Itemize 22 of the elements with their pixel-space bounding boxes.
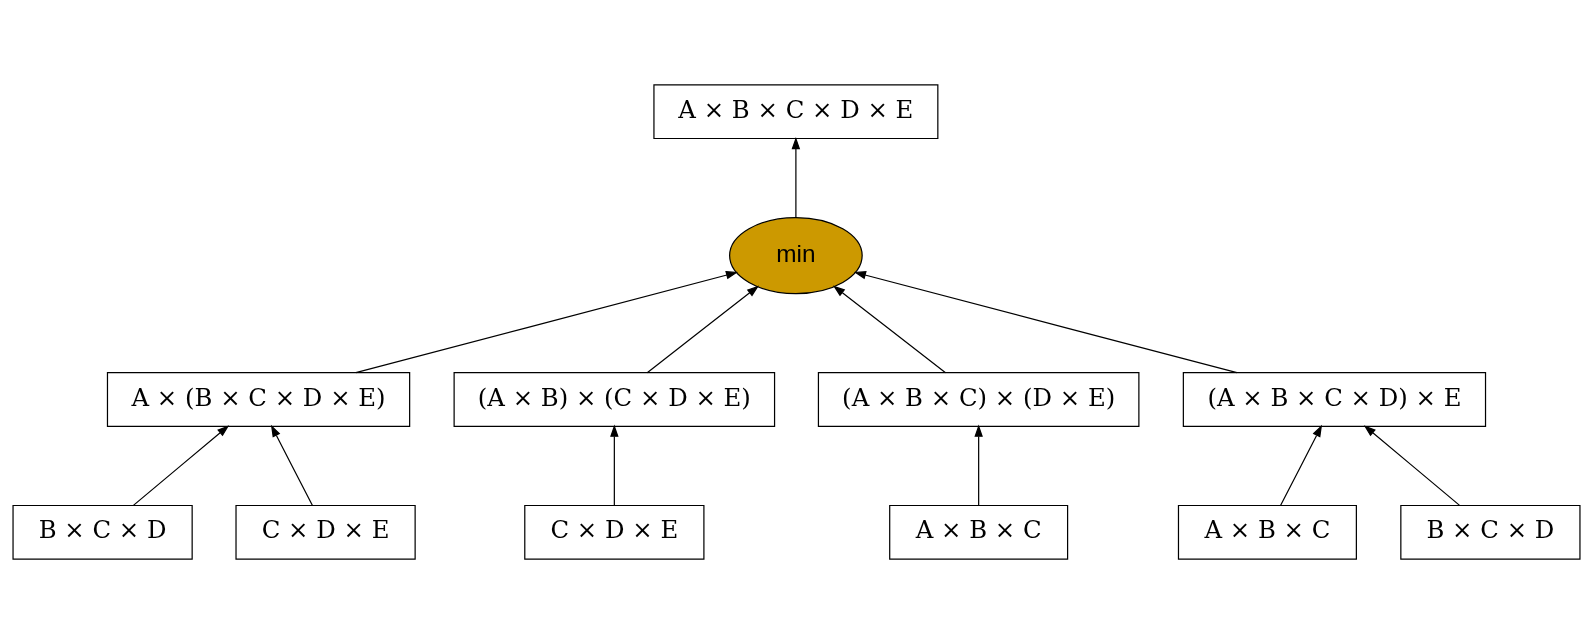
node-box: A × B × C × D × E bbox=[653, 84, 939, 140]
node-box: B × C × D bbox=[1400, 504, 1581, 560]
node-box: (A × B × C × D) × E bbox=[1182, 372, 1487, 427]
node-box: C × D × E bbox=[524, 504, 705, 560]
arrow bbox=[610, 424, 619, 506]
node-box: A × B × C bbox=[1177, 504, 1357, 560]
node-box: (A × B) × (C × D × E) bbox=[453, 372, 776, 427]
node-box: (A × B × C) × (D × E) bbox=[817, 372, 1140, 427]
arrow bbox=[974, 424, 983, 506]
arrow bbox=[1363, 425, 1461, 506]
arrow bbox=[853, 271, 1238, 374]
arrow bbox=[833, 285, 947, 374]
arrow bbox=[270, 424, 313, 506]
arrow bbox=[132, 425, 230, 506]
arrow bbox=[1280, 424, 1323, 506]
node-box: B × C × D bbox=[12, 504, 193, 560]
arrow bbox=[791, 136, 801, 219]
node-box: A × (B × C × D × E) bbox=[106, 372, 411, 427]
node-box: A × B × C bbox=[889, 504, 1069, 560]
arrow bbox=[355, 271, 739, 374]
arrow bbox=[646, 285, 760, 374]
node-box: C × D × E bbox=[235, 504, 416, 560]
